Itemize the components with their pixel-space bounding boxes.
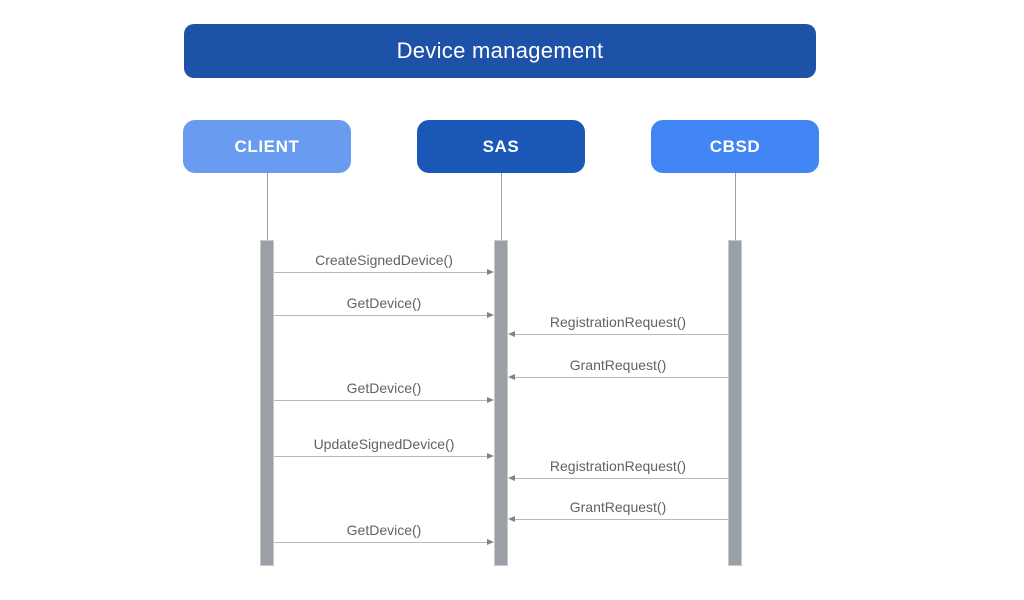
message-label: UpdateSignedDevice() [313, 436, 455, 452]
message-arrow [274, 541, 488, 543]
message-label: GrantRequest() [569, 357, 667, 373]
arrowhead-right-icon [487, 311, 494, 318]
actor-box-client: CLIENT [183, 120, 351, 173]
message-arrow [274, 314, 488, 316]
message-arrow [514, 518, 728, 520]
arrowhead-left-icon [508, 330, 515, 337]
message-arrow [274, 399, 488, 401]
message-label: RegistrationRequest() [549, 458, 687, 474]
actor-label-sas: SAS [482, 136, 520, 156]
message-arrow [514, 477, 728, 479]
arrowhead-right-icon [487, 538, 494, 545]
message-arrow [514, 333, 728, 335]
actor-label-client: CLIENT [234, 136, 300, 156]
arrowhead-right-icon [487, 396, 494, 403]
lifeline-cbsd [734, 173, 736, 240]
arrowhead-left-icon [508, 373, 515, 380]
activation-bar-client [260, 240, 274, 566]
diagram-title: Device management [396, 38, 604, 63]
message-label: GetDevice() [346, 522, 422, 538]
actor-box-cbsd: CBSD [651, 120, 819, 173]
actor-label-cbsd: CBSD [709, 136, 761, 156]
activation-bar-sas [494, 240, 508, 566]
arrowhead-right-icon [487, 268, 494, 275]
message-label: GetDevice() [346, 380, 422, 396]
message-label: GetDevice() [346, 295, 422, 311]
arrowhead-left-icon [508, 474, 515, 481]
message-arrow [274, 271, 488, 273]
message-arrow [274, 455, 488, 457]
lifeline-client [266, 173, 268, 240]
message-label: GrantRequest() [569, 499, 667, 515]
arrowhead-right-icon [487, 452, 494, 459]
actor-box-sas: SAS [417, 120, 585, 173]
diagram-title-bar: Device management [184, 24, 816, 78]
message-label: RegistrationRequest() [549, 314, 687, 330]
message-label: CreateSignedDevice() [315, 252, 453, 268]
activation-bar-cbsd [728, 240, 742, 566]
arrowhead-left-icon [508, 515, 515, 522]
lifeline-sas [500, 173, 502, 240]
message-arrow [514, 376, 728, 378]
